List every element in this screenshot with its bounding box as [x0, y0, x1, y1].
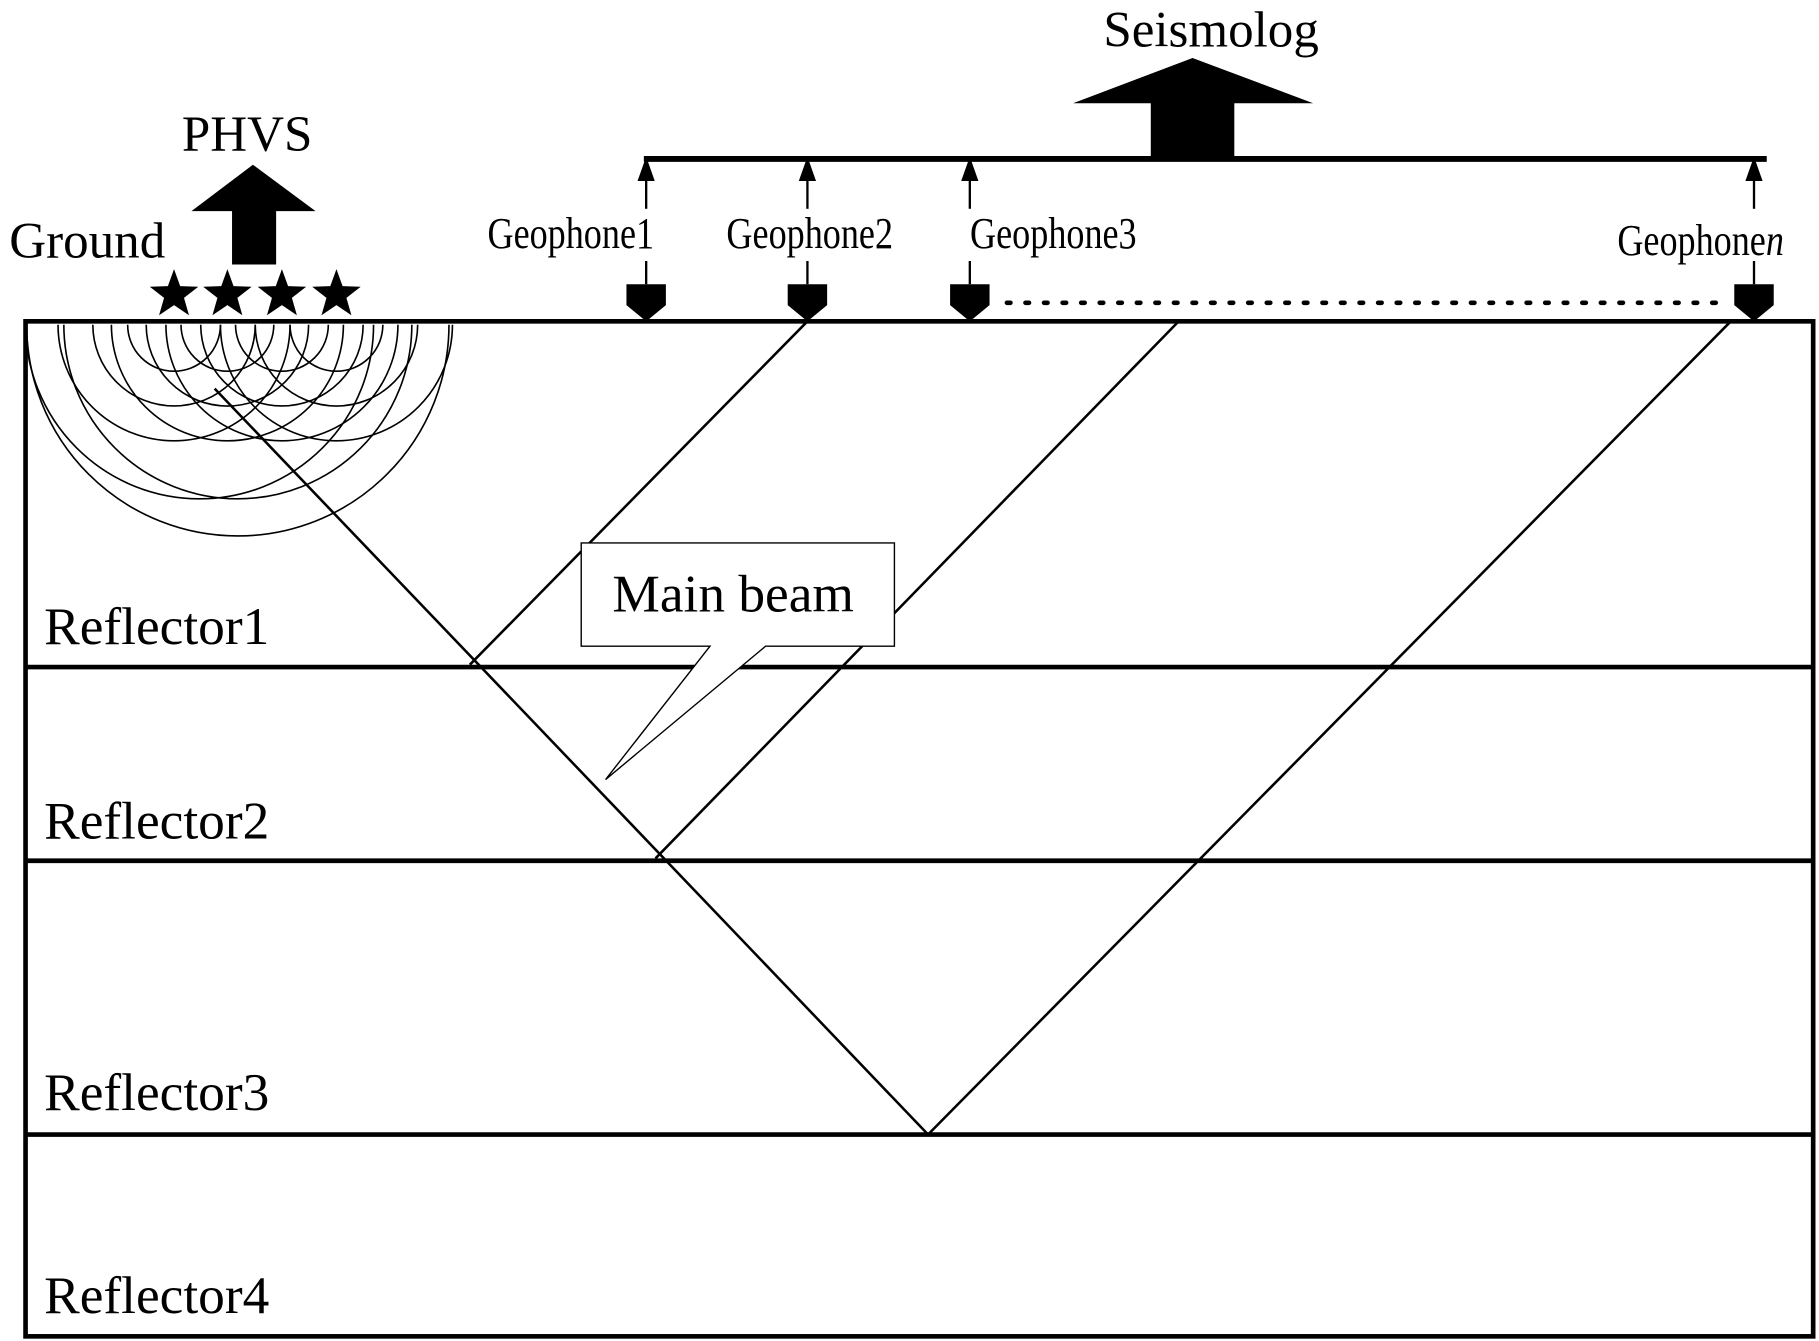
geophone-sensor-1: [626, 284, 666, 322]
ray-reflected-3: [927, 320, 1732, 1136]
wavefront-arc: [234, 324, 330, 373]
main-beam-callout-box: [580, 542, 896, 781]
ray-paths: [213, 320, 1732, 1136]
source-star-icon-3: [257, 269, 307, 316]
wavefront-arc: [254, 324, 419, 407]
reflector-label-4: Reflector4: [44, 1265, 269, 1325]
wavefront-arc: [110, 324, 345, 442]
wavefront-arcs: [24, 324, 454, 537]
geophone-label-1: Geophone1: [487, 209, 654, 258]
reflector-label-3: Reflector3: [44, 1062, 269, 1122]
main-beam-label: Main beam: [612, 563, 854, 623]
source-stars: [149, 269, 361, 316]
wavefront-arc: [199, 324, 364, 407]
wavefront-arc: [57, 324, 291, 442]
wavefront-arc: [145, 324, 310, 407]
seismolog-up-arrow: [1073, 58, 1314, 158]
ray-incident: [213, 387, 929, 1136]
geophone-label-2: Geophone2: [726, 209, 893, 258]
wavefront-arc: [180, 324, 275, 373]
wavefront-arc: [24, 324, 375, 500]
ray-reflected-1: [468, 320, 809, 666]
main-beam-callout: Main beam: [580, 542, 896, 781]
wavefront-arc: [25, 324, 450, 537]
geophone-label-3: Geophone3: [970, 209, 1137, 258]
wavefront-arc: [126, 324, 222, 373]
wavefront-arc: [63, 324, 413, 500]
phvs-up-arrow: [191, 164, 316, 265]
source-star-icon-2: [203, 269, 252, 316]
wavefront-arc: [289, 324, 384, 373]
wavefront-arc: [92, 324, 257, 407]
ray-reflected-2: [654, 320, 1180, 860]
geophone-sensors: [626, 284, 1774, 322]
geophone-sensor-2: [787, 284, 828, 322]
geophone-sensor-n: [1734, 284, 1774, 322]
wavefront-arc: [219, 324, 454, 442]
geophone-sensor-3: [950, 284, 990, 322]
wavefront-arc: [165, 324, 399, 442]
geophone-label-n: Geophonen: [1617, 216, 1784, 265]
ground-section-box: [23, 319, 1816, 1339]
reflector-label-1: Reflector1: [44, 596, 269, 656]
geophone-signal-arrows: [637, 156, 1763, 285]
phvs-label: PHVS: [182, 107, 312, 163]
ground-label: Ground: [9, 214, 165, 270]
source-star-icon-1: [149, 269, 199, 316]
seismolog-label: Seismolog: [1103, 2, 1319, 58]
reflector-label-2: Reflector2: [44, 791, 269, 851]
source-star-icon-4: [312, 269, 361, 316]
